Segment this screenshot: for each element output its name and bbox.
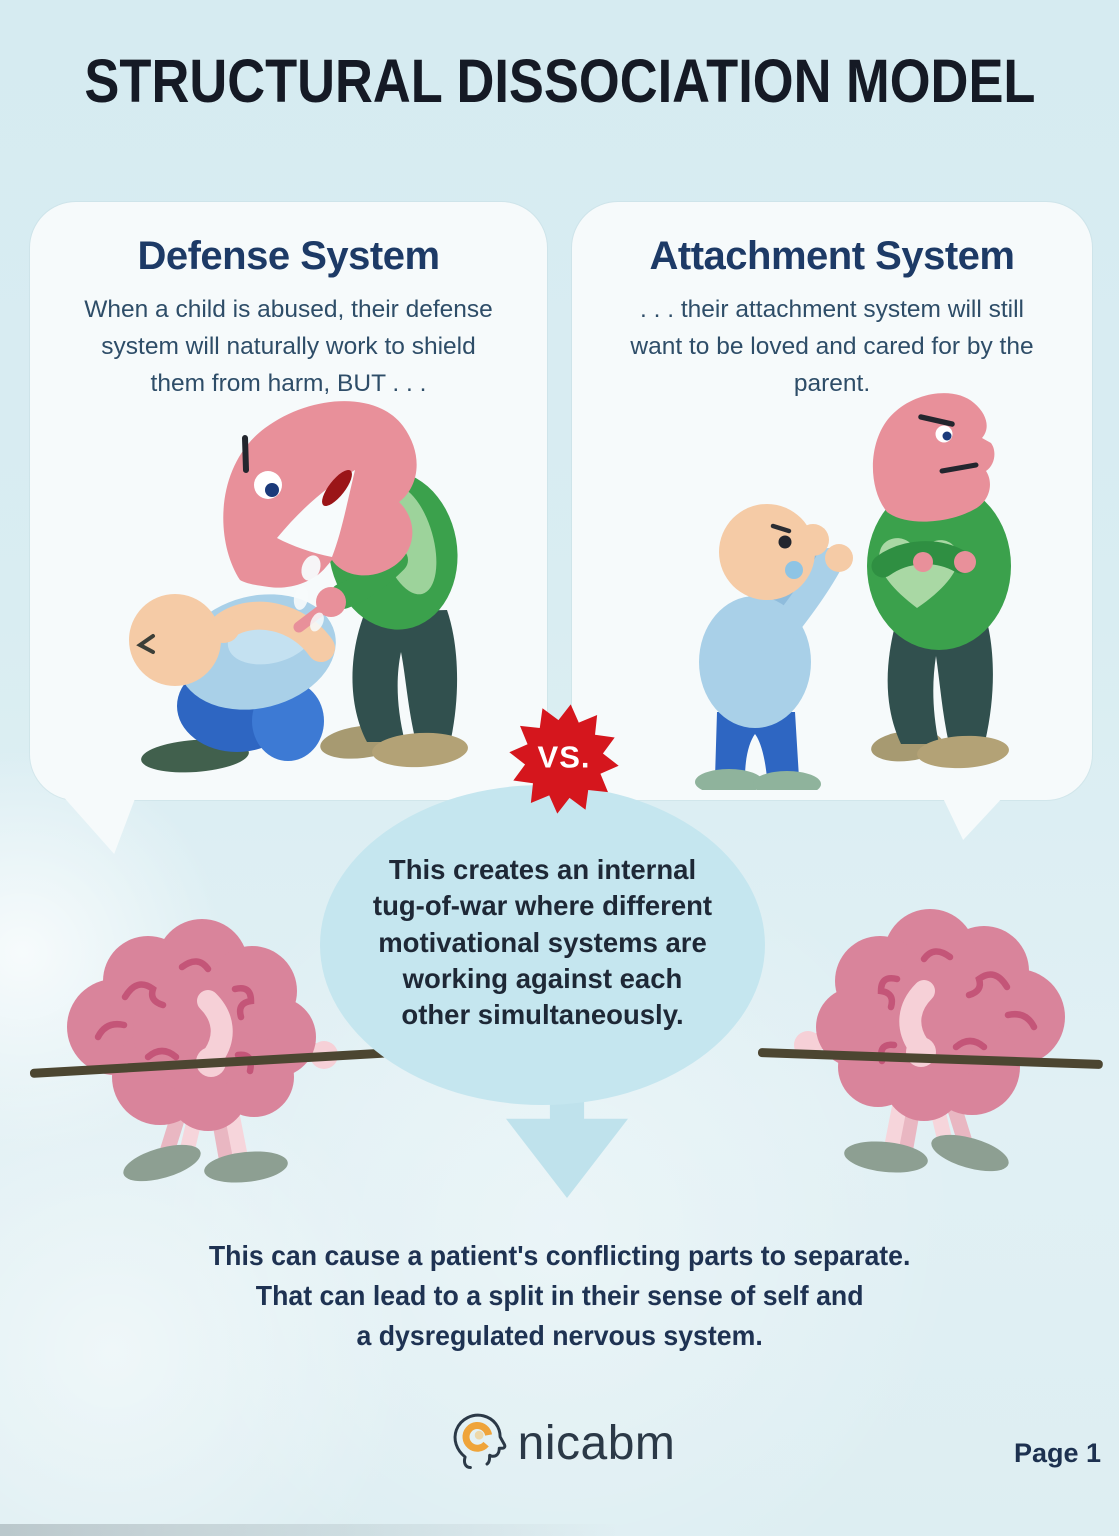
scan-edge-artifact: [0, 1524, 620, 1536]
defense-body-text: When a child is abused, their defense sy…: [84, 296, 493, 397]
nicabm-logo: nicabm: [444, 1408, 676, 1478]
brain-left-illustration: [67, 919, 338, 1183]
page-title-row: STRUCTURAL DISSOCIATION MODEL: [0, 46, 1119, 116]
attachment-bubble-tail: [942, 796, 1005, 840]
attachment-heading: Attachment System: [649, 234, 1015, 278]
attachment-system-bubble: [572, 202, 1092, 800]
vs-label: VS.: [537, 739, 591, 775]
page-title: STRUCTURAL DISSOCIATION MODEL: [83, 47, 1036, 115]
angry-parent-scolding-child-illustration: [129, 401, 468, 773]
conclusion-text: This can cause a patient's conflicting p…: [208, 1240, 911, 1352]
page-number-label: Page 1: [1013, 1438, 1101, 1468]
defense-heading: Defense System: [137, 234, 440, 278]
starburst-icon: [509, 704, 619, 814]
child-reaching-parent-crossed-arms-illustration: [695, 393, 1011, 790]
nicabm-logo-text: nicabm: [517, 1416, 676, 1470]
nicabm-head-icon: [453, 1413, 506, 1469]
attachment-body-text: . . . their attachment system will still…: [630, 296, 1034, 397]
center-bubble: [320, 785, 765, 1105]
center-bubble-text: This creates an internal tug-of-war wher…: [372, 854, 713, 1031]
defense-bubble-tail: [62, 796, 136, 854]
conclusion-block: This can cause a patient's conflicting p…: [0, 1236, 1119, 1356]
brain-right-illustration: [794, 909, 1065, 1173]
vs-badge: VS.: [505, 700, 623, 818]
